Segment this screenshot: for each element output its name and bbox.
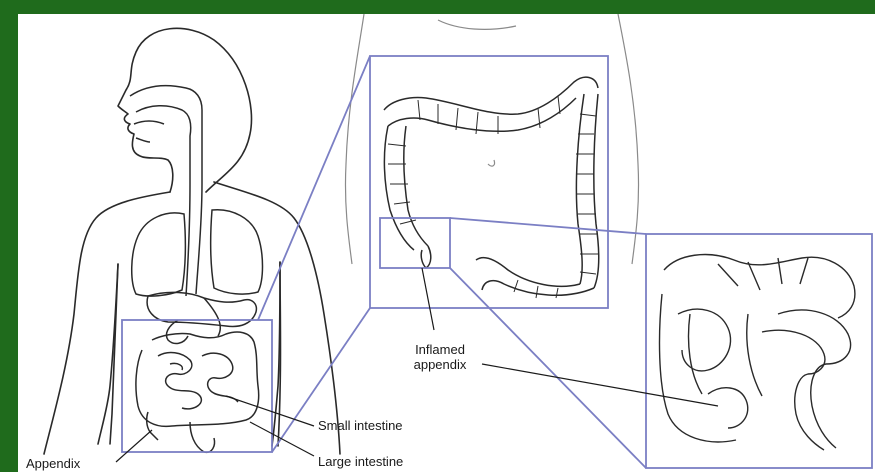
left-arm-outline bbox=[44, 192, 170, 454]
small-intestine-label: Small intestine bbox=[318, 418, 403, 433]
inflamed-appendix-label-line1: Inflamed bbox=[398, 342, 482, 357]
callout-connectors bbox=[258, 56, 646, 468]
intestines-illustration bbox=[136, 320, 259, 452]
large-intestine-label: Large intestine bbox=[318, 454, 403, 469]
colon-illustration bbox=[384, 77, 599, 295]
anatomy-illustration bbox=[18, 14, 875, 472]
esophagus bbox=[130, 86, 202, 296]
body-outline bbox=[44, 28, 340, 454]
left-lung bbox=[132, 213, 186, 296]
appendix-closeup bbox=[660, 255, 855, 450]
appendix-label: Appendix bbox=[26, 456, 80, 471]
inflamed-appendix-lower-leader bbox=[482, 364, 718, 406]
large-intestine-leader bbox=[250, 422, 314, 456]
appendix-region-box bbox=[380, 218, 450, 268]
stomach-liver bbox=[147, 292, 256, 336]
diagram-canvas: Appendix Small intestine Large intestine… bbox=[18, 14, 875, 472]
torso-left bbox=[110, 264, 118, 444]
abdomen-callout-box bbox=[122, 320, 272, 452]
inflamed-appendix-label-line2: appendix bbox=[398, 357, 482, 372]
inflamed-appendix-label: Inflamed appendix bbox=[398, 342, 482, 372]
closeup-callout-box bbox=[646, 234, 872, 468]
colon-callout-box bbox=[370, 56, 608, 308]
right-lung bbox=[211, 210, 263, 294]
inflamed-appendix-upper-leader bbox=[422, 268, 434, 330]
